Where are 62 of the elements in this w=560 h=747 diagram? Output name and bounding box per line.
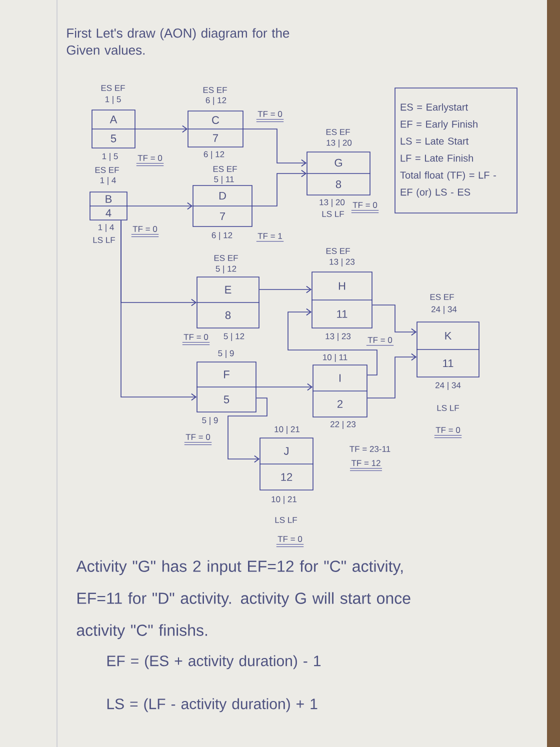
time-values: 24 | 34: [432, 306, 457, 314]
note-text: Activity "G" has 2 input EF=12 for "C" activity, EF=11 for "D" activity. activity G will start once activity "C" finishs.: [76, 560, 410, 640]
definitions-box: ES = Earlystart EF = Early Finish LS = Late Start LF = Late Finish Total float (TF) = LF - EF (or) LS - ES: [394, 88, 518, 214]
time-header: ES EF: [326, 129, 350, 135]
time-header: ES EF: [213, 166, 237, 172]
total-float: TF = 0: [184, 434, 212, 445]
time-values: 5 | 12: [224, 333, 244, 341]
activity-box: J 12: [259, 438, 314, 490]
time-values: 1 | 4: [100, 177, 116, 185]
time-header: LS LF: [437, 405, 459, 411]
time-values: 22 | 23: [330, 421, 356, 429]
time-values: 13 | 23: [326, 333, 351, 341]
time-values: 24 | 34: [436, 382, 461, 390]
time-values: 13 | 20: [326, 140, 352, 148]
time-header: LS LF: [322, 211, 344, 217]
activity-box: D 7: [192, 185, 253, 227]
activity-box: I 2: [312, 364, 368, 418]
time-header: ES EF: [203, 87, 227, 93]
time-values: 6 | 12: [212, 232, 232, 240]
time-values: 5 | 11: [214, 176, 234, 184]
total-float: TF = 0: [182, 334, 210, 345]
total-float: TF = 0: [276, 536, 304, 547]
time-values: 13 | 20: [320, 199, 345, 207]
float-calculation: TF = 12: [350, 460, 382, 471]
activity-box: K 11: [416, 322, 480, 378]
time-values: 5 | 9: [218, 350, 234, 358]
time-values: 6 | 12: [206, 97, 226, 105]
activity-box: H 11: [311, 272, 373, 328]
total-float: TF = 0: [366, 337, 394, 346]
title: First Let's draw (AON) diagram for the Given values.: [66, 28, 290, 55]
formula: EF = (ES + activity duration) - 1: [107, 655, 321, 670]
time-values: 13 | 23: [330, 258, 355, 266]
activity-box: B 4: [89, 192, 128, 220]
total-float: TF = 0: [256, 111, 284, 122]
time-values: 1 | 5: [102, 153, 118, 161]
total-float: TF = 0: [351, 202, 379, 213]
time-values: 1 | 5: [105, 96, 121, 104]
time-header: ES EF: [430, 294, 454, 300]
time-header: LS LF: [93, 237, 115, 243]
time-header: ES EF: [214, 255, 238, 261]
time-values: 10 | 21: [274, 426, 300, 434]
time-header: ES EF: [326, 248, 350, 254]
time-values: 5 | 12: [216, 266, 236, 274]
activity-box: F 5: [196, 362, 257, 412]
total-float: TF = 0: [136, 155, 164, 166]
time-header: ES EF: [95, 167, 119, 173]
total-float: TF = 0: [131, 226, 159, 237]
total-float: TF = 1: [256, 233, 284, 242]
activity-box: E 8: [196, 276, 260, 328]
float-calculation: TF = 23-11: [350, 446, 390, 452]
activity-box: C 7: [187, 110, 244, 148]
activity-box: G 8: [306, 152, 371, 196]
time-values: 10 | 11: [323, 354, 348, 362]
total-float: TF = 0: [434, 427, 462, 438]
time-header: LS LF: [275, 517, 297, 523]
time-header: ES EF: [101, 85, 125, 91]
time-values: 5 | 9: [202, 417, 218, 425]
activity-box: A 5: [91, 110, 136, 148]
time-values: 10 | 21: [272, 496, 296, 504]
time-values: 6 | 12: [204, 151, 224, 159]
formula: LS = (LF - activity duration) + 1: [107, 698, 318, 712]
time-values: 1 | 4: [98, 224, 114, 232]
